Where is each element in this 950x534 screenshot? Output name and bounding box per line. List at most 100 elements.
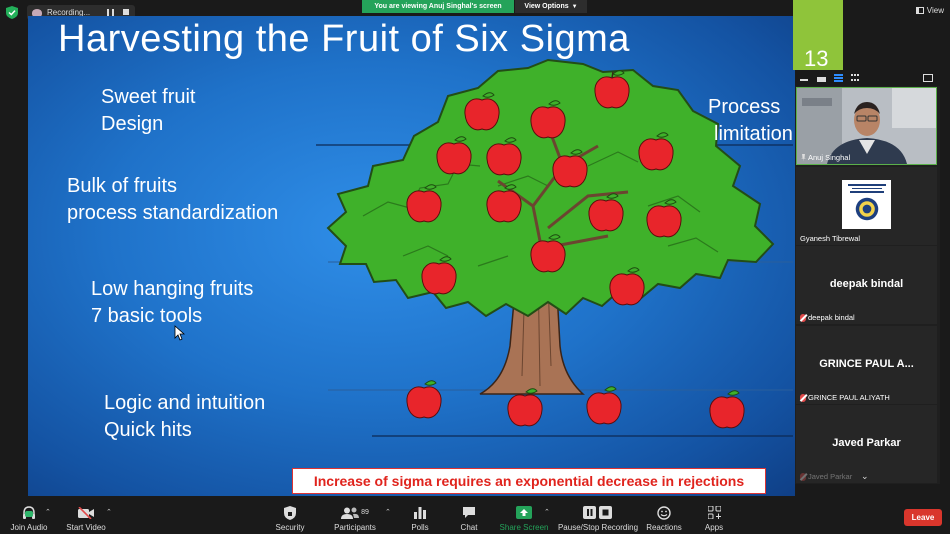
join-audio-button[interactable]: Join Audio bbox=[8, 502, 50, 534]
six-sigma-tree-illustration bbox=[174, 58, 793, 437]
process-line1: Process bbox=[708, 96, 781, 118]
level1-label: Sweet fruit Design bbox=[101, 84, 195, 138]
polls-button[interactable]: Polls bbox=[406, 502, 434, 534]
level1-line1: Sweet fruit bbox=[101, 86, 196, 108]
reactions-label: Reactions bbox=[646, 523, 682, 532]
view-options-label: View Options bbox=[524, 3, 569, 10]
stop-recording-icon[interactable] bbox=[123, 9, 129, 15]
process-limitation-label: Process limitation bbox=[708, 94, 793, 148]
reactions-button[interactable]: Reactions bbox=[646, 502, 682, 534]
strip-view-icon[interactable] bbox=[834, 74, 843, 82]
security-button[interactable]: Security bbox=[272, 502, 308, 534]
level2-line1: Bulk of fruits bbox=[67, 175, 178, 197]
participant-tile-javed[interactable]: Javed Parkar Javed Parkar bbox=[796, 405, 937, 483]
gallery-view-icon[interactable] bbox=[851, 74, 860, 82]
level2-line2: process standardization bbox=[67, 202, 279, 224]
level2-label: Bulk of fruits process standardization bbox=[67, 173, 278, 227]
video-options-caret-icon[interactable]: ⌃ bbox=[106, 509, 112, 516]
view-label: View bbox=[926, 6, 944, 15]
start-video-button[interactable]: Start Video bbox=[64, 502, 108, 534]
level4-label: Logic and intuition Quick hits bbox=[104, 390, 265, 444]
sigma-banner: Increase of sigma requires an exponentia… bbox=[292, 468, 766, 494]
participant-display-name: GRINCE PAUL A... bbox=[819, 358, 914, 370]
polls-label: Polls bbox=[411, 523, 429, 532]
share-screen-icon bbox=[516, 505, 532, 520]
gallery-toolbar bbox=[795, 70, 940, 86]
level4-line1: Logic and intuition bbox=[104, 392, 266, 414]
pause-stop-recording-label: Pause/Stop Recording bbox=[557, 523, 639, 532]
pause-recording-icon[interactable] bbox=[107, 9, 114, 16]
participants-count: 89 bbox=[361, 509, 369, 516]
mouse-cursor-icon bbox=[174, 325, 186, 341]
headphones-icon bbox=[22, 505, 36, 520]
pause-stop-recording-button[interactable]: Pause/Stop Recording bbox=[557, 502, 639, 534]
apps-label: Apps bbox=[704, 523, 724, 532]
share-options-caret-icon[interactable]: ⌃ bbox=[544, 509, 550, 516]
chevron-down-icon: ▼ bbox=[571, 3, 578, 10]
participants-label: Participants bbox=[334, 523, 376, 532]
chat-label: Chat bbox=[460, 523, 478, 532]
viewing-screen-banner: You are viewing Anuj Singhal's screen bbox=[362, 0, 514, 13]
view-button[interactable]: View bbox=[915, 6, 944, 15]
share-screen-button[interactable]: Share Screen bbox=[500, 502, 548, 534]
slide-number-box bbox=[793, 0, 843, 70]
meeting-toolbar: Join Audio ⌃ Start Video ⌃ Security 89 P… bbox=[0, 502, 950, 534]
participant-gallery: Anuj Singhal Gyanesh Tibrewal deepak bin… bbox=[795, 70, 940, 484]
participant-name-label: deepak bindal bbox=[800, 313, 855, 322]
participant-tile-grince[interactable]: GRINCE PAUL A... GRINCE PAUL ALIYATH bbox=[796, 326, 937, 404]
share-screen-label: Share Screen bbox=[499, 523, 549, 532]
recording-label: Recording... bbox=[47, 8, 91, 17]
muted-mic-icon bbox=[800, 472, 806, 481]
level1-line2: Design bbox=[101, 113, 164, 135]
participant-name-label: Anuj Singhal bbox=[801, 153, 850, 162]
participant-tile-gyanesh[interactable]: Gyanesh Tibrewal bbox=[796, 167, 937, 245]
level3-line1: Low hanging fruits bbox=[91, 278, 254, 300]
emoji-icon bbox=[657, 505, 671, 520]
slide-title: Harvesting the Fruit of Six Sigma bbox=[58, 18, 630, 60]
participant-avatar-logo bbox=[842, 180, 891, 229]
chat-button[interactable]: Chat bbox=[456, 502, 482, 534]
level3-label: Low hanging fruits 7 basic tools bbox=[91, 276, 253, 330]
apps-button[interactable]: Apps bbox=[702, 502, 726, 534]
recording-icon bbox=[32, 8, 42, 17]
participant-tile-anuj[interactable]: Anuj Singhal bbox=[796, 87, 937, 165]
security-label: Security bbox=[275, 523, 305, 532]
participant-tile-deepak[interactable]: deepak bindal deepak bindal bbox=[796, 246, 937, 324]
video-off-icon bbox=[77, 505, 95, 520]
participants-icon: 89 bbox=[341, 505, 369, 520]
shield-icon bbox=[284, 505, 296, 520]
process-line2: limitation bbox=[714, 123, 793, 145]
speaker-view-icon[interactable] bbox=[817, 77, 826, 82]
leave-button[interactable]: Leave bbox=[904, 509, 942, 526]
audio-options-caret-icon[interactable]: ⌃ bbox=[45, 509, 51, 516]
participant-name-label: GRINCE PAUL ALIYATH bbox=[800, 393, 890, 402]
view-layout-icon bbox=[915, 7, 924, 14]
polls-icon bbox=[414, 505, 426, 520]
level4-line2: Quick hits bbox=[104, 419, 192, 441]
minimize-icon[interactable] bbox=[800, 79, 808, 81]
pin-icon bbox=[801, 153, 806, 162]
muted-mic-icon bbox=[800, 393, 806, 402]
participant-display-name: deepak bindal bbox=[829, 278, 904, 290]
popout-icon[interactable] bbox=[923, 74, 933, 82]
muted-mic-icon bbox=[800, 313, 806, 322]
level3-line2: 7 basic tools bbox=[91, 305, 203, 327]
slide-number: 13 bbox=[804, 46, 829, 71]
participant-name-label: Gyanesh Tibrewal bbox=[800, 234, 861, 243]
pause-stop-icon bbox=[583, 505, 613, 520]
chat-icon bbox=[462, 505, 476, 520]
shared-screen-slide: Harvesting the Fruit of Six Sigma Sweet … bbox=[28, 16, 795, 496]
security-shield-icon[interactable] bbox=[6, 6, 18, 19]
apples-group bbox=[406, 70, 745, 429]
participant-name-label: Javed Parkar bbox=[800, 472, 852, 481]
scroll-down-chevron-icon[interactable]: ⌄ bbox=[861, 471, 869, 481]
participants-button[interactable]: 89 Participants bbox=[332, 502, 378, 534]
participant-video-feed bbox=[797, 88, 936, 164]
join-audio-label: Join Audio bbox=[10, 523, 48, 532]
view-options-button[interactable]: View Options ▼ bbox=[515, 0, 587, 13]
participants-options-caret-icon[interactable]: ⌃ bbox=[385, 509, 391, 516]
start-video-label: Start Video bbox=[66, 523, 106, 532]
apps-icon bbox=[707, 505, 721, 520]
participant-display-name: Javed Parkar bbox=[832, 437, 901, 449]
